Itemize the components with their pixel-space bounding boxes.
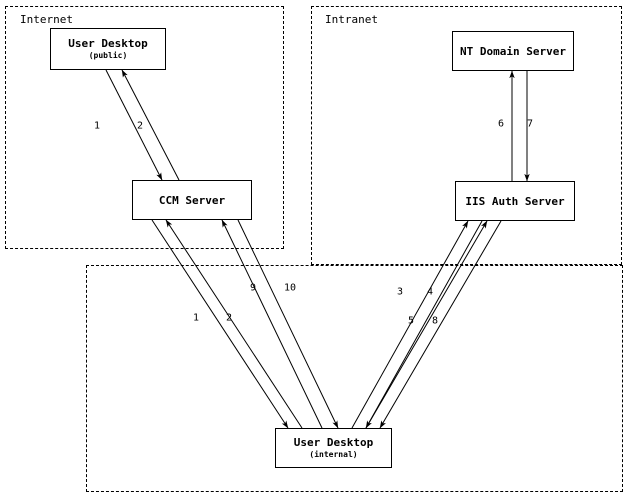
edge-label-8: 8 <box>431 315 439 327</box>
connector-4-iis-to-internal <box>365 220 483 429</box>
connector-9-internal-to-ccm <box>221 219 323 429</box>
node-iis-auth-server[interactable]: IIS Auth Server <box>455 181 575 221</box>
connector-1-public-to-ccm <box>105 69 163 181</box>
zone-internet <box>5 6 284 249</box>
node-ccm-server[interactable]: CCM Server <box>132 180 252 220</box>
zone-internal <box>86 265 623 492</box>
edge-label-7: 7 <box>526 118 534 130</box>
connector-3-internal-to-iis <box>351 220 469 429</box>
edge-label-5: 5 <box>407 315 415 327</box>
node-user-desktop-public-subtitle: (public) <box>88 51 128 60</box>
node-user-desktop-internal-subtitle: (internal) <box>309 450 358 459</box>
node-iis-auth-server-title: IIS Auth Server <box>465 194 565 208</box>
zone-intranet-label: Intranet <box>325 13 378 26</box>
edge-label-3: 3 <box>396 286 404 298</box>
edge-label-9: 9 <box>249 282 257 294</box>
connector-1-ccm-to-internal <box>151 219 289 429</box>
edge-label-1-public: 1 <box>93 120 101 132</box>
edge-label-6: 6 <box>497 118 505 130</box>
connector-5-internal-to-iis <box>365 220 488 429</box>
edge-label-1-internal: 1 <box>192 312 200 324</box>
edge-label-4: 4 <box>426 286 434 298</box>
edge-label-2-public: 2 <box>136 120 144 132</box>
node-user-desktop-public[interactable]: User Desktop (public) <box>50 28 166 70</box>
node-nt-domain-server-title: NT Domain Server <box>460 44 566 58</box>
zone-internet-label: Internet <box>20 13 73 26</box>
zone-intranet <box>311 6 622 265</box>
node-user-desktop-internal[interactable]: User Desktop (internal) <box>275 428 392 468</box>
connector-10-ccm-to-internal <box>237 219 339 429</box>
node-nt-domain-server[interactable]: NT Domain Server <box>452 31 574 71</box>
node-user-desktop-public-title: User Desktop <box>68 37 148 50</box>
connector-8-iis-to-internal <box>379 220 502 429</box>
edge-label-2-internal: 2 <box>225 312 233 324</box>
node-ccm-server-title: CCM Server <box>158 193 226 207</box>
node-user-desktop-internal-title: User Desktop <box>293 436 374 449</box>
connector-2-internal-to-ccm <box>165 219 303 429</box>
edge-label-10: 10 <box>283 282 297 294</box>
connector-2-ccm-to-public <box>121 69 180 181</box>
